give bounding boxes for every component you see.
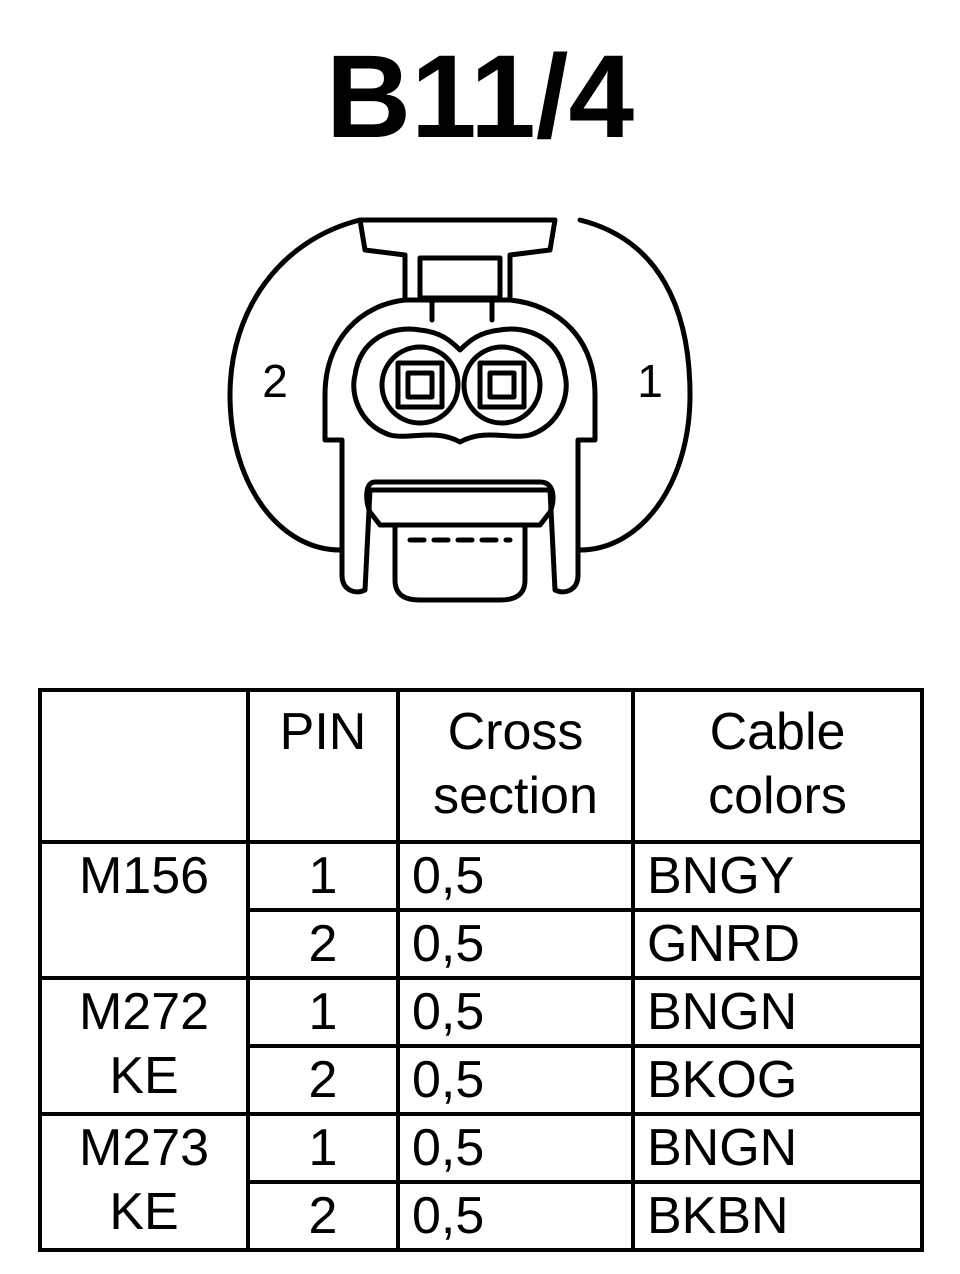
header-colors-line2: colors (708, 767, 847, 825)
header-cross-line1: Cross (447, 703, 584, 761)
table-row: M272 KE 1 0,5 BNGN (38, 976, 924, 1116)
model-cell: M272 KE (38, 976, 250, 1116)
table-row: 2 0,5 GNRD (40, 908, 924, 980)
header-pin-label: PIN (279, 703, 367, 761)
connector-body (322, 297, 598, 595)
header-cross-line2: section (433, 767, 598, 825)
pin-cell: 1 (246, 840, 400, 912)
cable-color-cell: BNGN (631, 1112, 924, 1184)
table-row: M273 KE 1 0,5 BNGN (38, 1112, 924, 1252)
table-row: 2 0,5 BKBN (40, 1180, 924, 1252)
diagram-title: B11/4 (325, 31, 635, 163)
cable-color-cell: GNRD (631, 908, 924, 980)
cable-color-cell: BNGN (631, 976, 924, 1048)
header-cable-colors: Cable colors (631, 688, 924, 844)
connector-diagram: 2 1 (227, 217, 693, 603)
header-blank (38, 688, 250, 844)
cable-color-cell: BKOG (631, 1044, 924, 1116)
pin-1-terminal (461, 344, 543, 426)
pin-cell: 2 (246, 1180, 400, 1252)
pin-cell: 2 (246, 1044, 400, 1116)
header-cross-section: Cross section (396, 688, 635, 844)
table-row: 2 0,5 BKOG (40, 1044, 924, 1116)
tab-slot (417, 255, 503, 301)
model-suffix: KE (109, 1183, 179, 1241)
cross-section-cell: 0,5 (396, 1112, 635, 1184)
cross-section-cell: 0,5 (396, 908, 635, 980)
cross-section-cell: 0,5 (396, 1044, 635, 1116)
latch-foot (392, 522, 528, 603)
table-header-row: PIN Cross section Cable colors (38, 688, 924, 844)
pin-label-1: 1 (637, 355, 663, 407)
bottom-latch (364, 479, 556, 528)
cross-section-cell: 0,5 (396, 1180, 635, 1252)
table-row: M156 1 0,5 BNGY (38, 840, 924, 980)
model-name: M156 (78, 847, 210, 905)
model-suffix: KE (109, 1047, 179, 1105)
model-name: M273 (78, 1119, 210, 1177)
model-cell: M156 (38, 840, 250, 980)
cross-section-cell: 0,5 (396, 976, 635, 1048)
model-name: M272 (78, 983, 210, 1041)
pin-assignment-table: PIN Cross section Cable colors M156 1 0,… (38, 688, 924, 1252)
pin-cell: 1 (246, 976, 400, 1048)
cable-color-cell: BKBN (631, 1180, 924, 1252)
cable-color-cell: BNGY (631, 840, 924, 912)
pin-label-2: 2 (262, 355, 288, 407)
pin-cell: 1 (246, 1112, 400, 1184)
pin-cell: 2 (246, 908, 400, 980)
header-pin: PIN (246, 688, 400, 844)
pin-2-terminal (379, 344, 461, 426)
pin-cavity (351, 326, 569, 445)
model-cell: M273 KE (38, 1112, 250, 1252)
connector-housing (227, 217, 693, 553)
header-colors-line1: Cable (709, 703, 846, 761)
cross-section-cell: 0,5 (396, 840, 635, 912)
